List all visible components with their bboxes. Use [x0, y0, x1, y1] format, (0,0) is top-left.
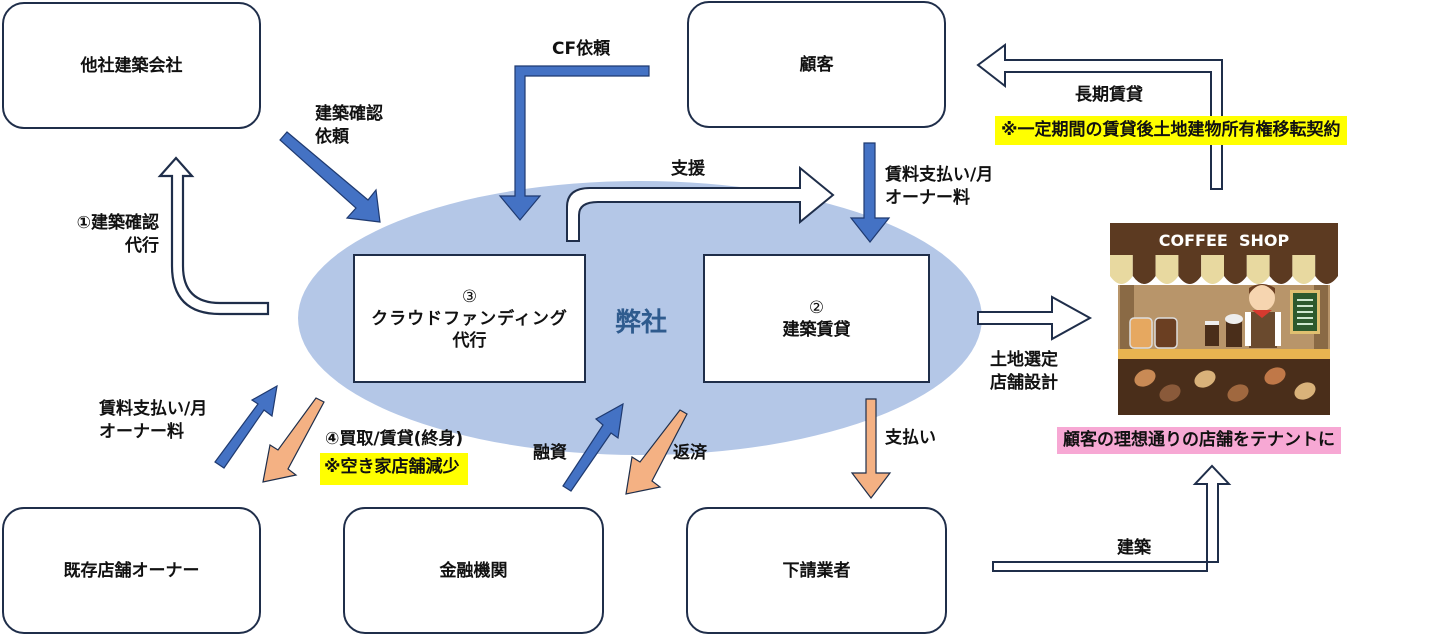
company-name: 弊社: [615, 308, 668, 338]
label-owner-rent: 賃料支払い/月 オーナー料: [99, 398, 207, 444]
awning-stripe: [1246, 255, 1270, 284]
coffee-bean: [1294, 382, 1316, 400]
coffee-bean: [1134, 369, 1156, 387]
construction-arrow: [992, 464, 1232, 572]
label-line: 建築確認: [315, 104, 383, 124]
company-ellipse: [298, 181, 982, 455]
service-number: ③: [461, 286, 478, 307]
service-number: ②: [808, 297, 825, 318]
awning-stripe: [1292, 255, 1316, 284]
entity-subcontractor: 下請業者: [686, 507, 947, 634]
label-line: 依頼: [315, 127, 349, 147]
entity-label: 顧客: [799, 54, 834, 75]
note-ownership-transfer: ※一定期間の賃貸後土地建物所有権移転契約: [995, 116, 1347, 145]
label-repayment: 返済: [673, 443, 707, 463]
financing-arrow: [562, 402, 624, 492]
entity-label: 既存店舗オーナー: [63, 560, 200, 581]
service-label-line: 建築賃貸: [782, 319, 851, 340]
label-line: ①建築確認: [76, 213, 159, 233]
coffee-shop-illustration: COFFEE SHOP: [1110, 223, 1338, 415]
label-long-term-lease: 長期賃貸: [1075, 85, 1143, 105]
service-label-line: 代行: [452, 330, 487, 351]
shop-caption: 顧客の理想通りの店舗をテナントに: [1057, 427, 1341, 454]
entity-label: 他社建築会社: [80, 55, 183, 76]
label-support: 支援: [671, 159, 705, 179]
label-payment: 支払い: [885, 428, 936, 448]
payment-arrow: [850, 398, 892, 499]
entity-customer: 顧客: [687, 1, 946, 128]
coffee-bean: [1159, 384, 1181, 402]
label-build-check-request: 建築確認 依頼: [315, 103, 383, 149]
service-building-lease: ② 建築賃貸: [703, 254, 930, 383]
label-financing: 融資: [533, 443, 567, 463]
awning-stripe: [1155, 255, 1179, 284]
owner-rent-arrow: [214, 384, 278, 469]
coffee-bean: [1194, 370, 1216, 388]
awning-stripe: [1110, 255, 1133, 284]
coffee-bean: [1264, 367, 1286, 385]
service-crowdfunding: ③ クラウドファンディング 代行: [353, 254, 586, 383]
label-purchase-lease: ④買取/賃貸(終身): [325, 429, 464, 449]
customer-rent-arrow: [849, 142, 891, 243]
build-check-request-arrow: [279, 131, 381, 223]
service-label-line: クラウドファンディング: [371, 308, 568, 329]
land-design-arrow: [977, 295, 1093, 341]
label-customer-rent: 賃料支払い/月 オーナー料: [885, 164, 993, 210]
label-line: 代行: [125, 236, 159, 256]
note-vacancy-reduction: ※空き家店舗減少: [320, 453, 468, 485]
label-construction: 建築: [1117, 538, 1151, 558]
cf-request-arrow: [498, 65, 650, 221]
awning-stripe: [1201, 255, 1224, 284]
entity-label: 下請業者: [782, 560, 851, 581]
awning-stripe: [1132, 255, 1156, 284]
awning-stripe: [1269, 255, 1293, 284]
label-line: 賃料支払い/月: [99, 399, 208, 419]
repayment-arrow: [625, 409, 688, 495]
awning-stripe: [1315, 255, 1338, 284]
purchase-lease-arrow: [262, 397, 325, 483]
label-line: 店舗設計: [990, 373, 1058, 393]
label-line: 土地選定: [990, 350, 1058, 370]
awning-stripe: [1224, 255, 1247, 284]
label-land-design: 土地選定 店舗設計: [990, 349, 1058, 395]
coffee-bean: [1227, 384, 1249, 402]
label-line: 賃料支払い/月: [885, 165, 994, 185]
label-line: オーナー料: [99, 422, 184, 442]
entity-existing-owner: 既存店舗オーナー: [2, 507, 261, 634]
label-cf-request: CF依頼: [552, 39, 611, 59]
entity-other-builder: 他社建築会社: [2, 2, 261, 129]
label-line: オーナー料: [885, 188, 970, 208]
build-check-agency-arrow: [157, 156, 270, 316]
awning-stripe: [1178, 255, 1202, 284]
entity-label: 金融機関: [439, 560, 508, 581]
entity-bank: 金融機関: [343, 507, 604, 634]
label-build-check-agency: ①建築確認 代行: [52, 212, 159, 258]
coffee-shop-sign: COFFEE SHOP: [1159, 231, 1290, 250]
support-arrow: [566, 165, 835, 242]
